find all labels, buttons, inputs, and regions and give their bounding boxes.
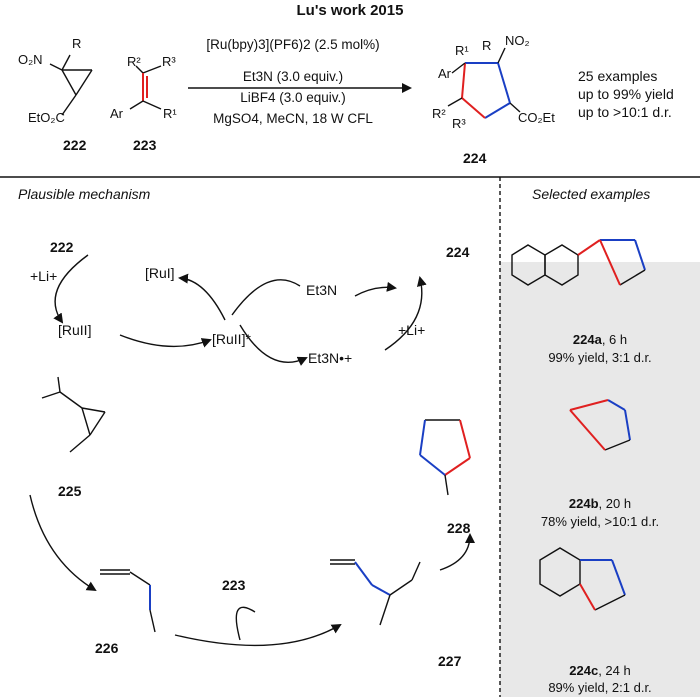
mech-label-227: 227 (438, 653, 462, 669)
compound-224b-skeleton (569, 399, 631, 451)
svg-text:R: R (72, 36, 81, 51)
arrow-to-ru-star (119, 334, 212, 348)
example-224b-label: 224b (568, 496, 599, 511)
arrow-225-to-226 (29, 494, 97, 592)
ru-ii-label: [RuII] (58, 322, 92, 338)
arrow-et3n-in (231, 279, 301, 316)
condition-base: Et3N (3.0 equiv.) (242, 69, 344, 84)
svg-text:R²: R² (432, 106, 446, 121)
svg-text:Ar: Ar (110, 106, 124, 121)
example-224b-time: , 20 h (598, 496, 632, 511)
arrow-223-merge (235, 606, 256, 641)
compound-223-skeleton (129, 65, 162, 110)
arrow-226-to-227 (174, 623, 342, 647)
structure-atom-labels: O₂N R EtO₂C R² R³ Ar R¹ Ar R¹ R NO₂ R² R… (18, 33, 555, 131)
li-addition-left: +Li+ (30, 268, 58, 284)
summary-yield: up to 99% yield (578, 86, 674, 102)
svg-text:R¹: R¹ (455, 43, 469, 58)
compound-225-skeleton (41, 376, 106, 453)
compound-224a-skeleton (511, 239, 646, 286)
et3n-label: Et3N (306, 282, 338, 298)
arrow-ru-star-to-rui (178, 273, 226, 321)
example-224a-caption: 224a, 6 h (500, 332, 700, 347)
label-224: 224 (463, 150, 487, 166)
ru-ii-star-label: [RuII]* (212, 331, 251, 347)
compound-227-skeleton (330, 559, 421, 626)
examples-heading: Selected examples (532, 186, 651, 202)
example-224c-caption: 224c, 24 h (500, 663, 700, 678)
svg-text:NO₂: NO₂ (505, 33, 530, 48)
summary-dr: up to >10:1 d.r. (578, 104, 672, 120)
condition-salt: LiBF4 (3.0 equiv.) (240, 90, 346, 105)
scheme-title: Lu's work 2015 (296, 2, 404, 19)
summary-examples: 25 examples (578, 68, 658, 84)
example-224a-time: , 6 h (601, 332, 628, 347)
compound-226-skeleton (100, 569, 156, 633)
svg-text:O₂N: O₂N (18, 52, 43, 67)
mech-label-222: 222 (50, 239, 74, 255)
label-223: 223 (133, 137, 157, 153)
svg-text:Ar: Ar (438, 66, 452, 81)
arrow-228-to-224 (384, 276, 427, 351)
ru-i-label: [RuI] (145, 265, 175, 281)
arrow-227-to-228 (439, 533, 475, 571)
compound-228-skeleton (419, 419, 471, 496)
compound-224c-skeleton (539, 547, 626, 611)
svg-text:R³: R³ (452, 116, 466, 131)
example-224c-yield: 89% yield, 2:1 d.r. (548, 680, 652, 695)
mech-label-228: 228 (447, 520, 471, 536)
mech-label-225: 225 (58, 483, 82, 499)
condition-catalyst: [Ru(bpy)3](PF6)2 (2.5 mol%) (206, 37, 380, 52)
label-222: 222 (63, 137, 87, 153)
example-224b-caption: 224b, 20 h (500, 496, 700, 511)
mechanism-heading: Plausible mechanism (18, 186, 151, 202)
mech-label-223: 223 (222, 577, 246, 593)
example-224c-label: 224c (569, 663, 599, 678)
svg-text:R²: R² (127, 54, 141, 69)
svg-text:R: R (482, 38, 491, 53)
mech-label-224: 224 (446, 244, 470, 260)
arrow-to-et3n (354, 281, 397, 297)
et3n-radical-label: Et3N•+ (308, 350, 353, 366)
example-224b-yield: 78% yield, >10:1 d.r. (540, 514, 660, 529)
example-224a-label: 224a (572, 332, 602, 347)
arrow-222-to-ruii (53, 254, 89, 324)
svg-text:R³: R³ (162, 54, 176, 69)
example-224a-yield: 99% yield, 3:1 d.r. (548, 350, 652, 365)
svg-text:CO₂Et: CO₂Et (518, 110, 555, 125)
selected-examples-panel (500, 262, 700, 697)
compound-222-skeleton (49, 54, 93, 116)
compound-224-skeleton (447, 47, 521, 119)
arrow-et3n-out (239, 324, 308, 366)
example-224c-time: , 24 h (598, 663, 631, 678)
svg-text:EtO₂C: EtO₂C (28, 110, 65, 125)
mech-label-226: 226 (95, 640, 119, 656)
condition-solvent: MgSO4, MeCN, 18 W CFL (213, 111, 373, 126)
svg-text:R¹: R¹ (163, 106, 177, 121)
